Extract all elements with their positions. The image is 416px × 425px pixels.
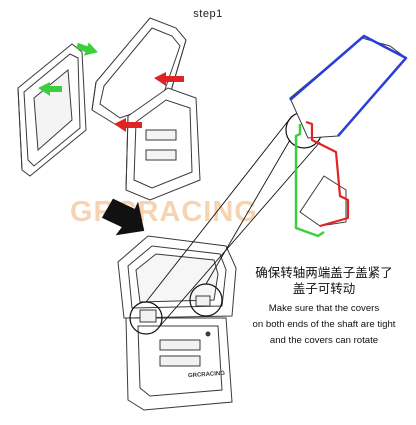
assembled-device xyxy=(117,235,237,411)
caption-en-line-2: on both ends of the shaft are tight xyxy=(252,319,396,330)
green-arrow-lower xyxy=(38,82,62,96)
caption-cn-line-1: 确保转轴两端盖子盖紧了 xyxy=(255,266,393,280)
caption-english: Make sure that the covers on both ends o… xyxy=(232,301,416,349)
left-cover-panel xyxy=(17,43,87,177)
step-title: step1 xyxy=(193,8,223,20)
caption-chinese: 确保转轴两端盖子盖紧了 盖子可转动 xyxy=(232,265,416,297)
watermark-text: GRCRACING xyxy=(70,196,258,228)
process-arrow xyxy=(101,198,145,236)
red-arrow-upper xyxy=(154,72,184,86)
base-housing xyxy=(125,87,201,201)
green-arrow-upper xyxy=(75,42,98,56)
red-arrow-lower xyxy=(114,118,142,132)
detail-hinge-green xyxy=(294,124,325,238)
detail-cover-blue-edge xyxy=(289,34,408,137)
caption-en-line-3: and the covers can rotate xyxy=(269,335,379,346)
detail-cover-outline xyxy=(289,37,407,227)
caption-cn-line-2: 盖子可转动 xyxy=(292,282,356,296)
callout-lines xyxy=(145,115,321,327)
detail-hinge-red xyxy=(305,120,350,228)
caption-en-line-1: Make sure that the covers xyxy=(268,303,380,314)
